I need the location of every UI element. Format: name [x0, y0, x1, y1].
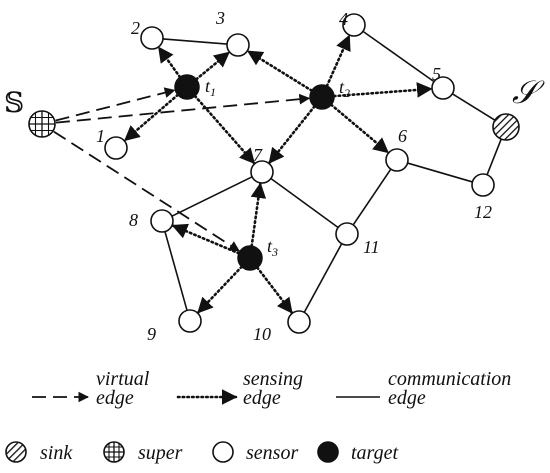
- sink-node: [492, 113, 520, 141]
- communication-edge-2-3: [162, 38, 228, 45]
- virtual-edge-super-t1: [55, 87, 176, 122]
- super-source-label: 𝕊: [4, 86, 24, 119]
- sink-label: 𝒮: [512, 74, 545, 110]
- legend-sensor-label: sensor: [246, 442, 298, 464]
- sensing-edge-t3-7: [250, 182, 267, 248]
- sensor-label-5: 5: [432, 64, 441, 84]
- target-label-t3: t3: [267, 236, 278, 259]
- sensor-node-11: [335, 222, 359, 246]
- sensing-edge-t2-3: [246, 50, 314, 92]
- target-node-t3: [237, 245, 263, 271]
- sensor-node-6: [385, 148, 409, 172]
- legend-sink-symbol: [5, 441, 27, 463]
- sensor-label-4: 4: [339, 9, 348, 29]
- sensor-node-8: [150, 209, 174, 233]
- target-label-t1: t1: [205, 76, 216, 99]
- sensor-node-7: [250, 160, 274, 184]
- sensor-label-1: 1: [96, 126, 105, 146]
- sensor-node-9: [178, 309, 202, 333]
- edges-layer: [53, 30, 502, 314]
- sensing-edge-t1-1: [123, 93, 180, 142]
- sensor-node-12: [471, 173, 495, 197]
- legend: virtualedgesensingedgecommunicationedges…: [5, 368, 511, 464]
- legend-target-label: target: [351, 442, 398, 464]
- sensing-edge-t2-7: [268, 105, 316, 164]
- sensor-label-9: 9: [147, 324, 156, 344]
- sensor-label-3: 3: [215, 8, 225, 28]
- sensor-label-6: 6: [398, 126, 407, 146]
- virtual-edge-super-t3: [53, 130, 240, 252]
- communication-edge-11-7: [270, 177, 339, 229]
- communication-edge-8-9: [164, 231, 188, 311]
- communication-edge-4-5: [362, 30, 435, 83]
- sensing-edge-t1-7: [193, 94, 256, 165]
- sensing-edge-t2-5: [332, 82, 433, 98]
- sensor-label-7: 7: [253, 145, 263, 165]
- communication-edge-12-6: [407, 162, 473, 183]
- virtual-edge-super-t2: [55, 93, 311, 124]
- sensor-node-5: [431, 76, 455, 100]
- sensor-node-2: [140, 26, 164, 50]
- communication-edge-5-sink: [451, 93, 496, 121]
- communication-edge-11-10: [303, 243, 343, 313]
- sensor-label-8: 8: [129, 210, 138, 230]
- sensing-edge-t2-6: [329, 103, 390, 154]
- super-source-node: [28, 110, 56, 138]
- sensing-edge-t3-8: [171, 223, 241, 255]
- sensor-node-4: [342, 13, 366, 37]
- sensor-node-10: [287, 310, 311, 334]
- target-node-t1: [174, 74, 200, 100]
- sensing-edge-t2-4: [325, 34, 351, 88]
- legend-communication-label-line2: edge: [388, 387, 426, 409]
- legend-communication-label-line1: communication: [388, 368, 511, 390]
- sensor-label-10: 10: [253, 324, 271, 344]
- legend-super-symbol: [103, 441, 125, 463]
- legend-sensing-label-line1: sensing: [243, 368, 303, 390]
- sensor-label-11: 11: [363, 237, 380, 257]
- sensor-label-2: 2: [131, 18, 140, 38]
- sensor-node-3: [226, 33, 250, 57]
- legend-virtual-label-line2: edge: [96, 387, 134, 409]
- sensing-edge-t3-10: [255, 266, 294, 314]
- communication-edge-6-11: [352, 168, 392, 226]
- communication-edge-7-8: [171, 176, 253, 217]
- legend-sink-label: sink: [40, 442, 73, 464]
- legend-virtual-label-line1: virtual: [96, 368, 150, 390]
- nodes-layer: [28, 13, 520, 334]
- legend-target-symbol: [317, 441, 339, 463]
- sensing-edge-t3-9: [196, 265, 244, 314]
- communication-edge-sink-12: [486, 138, 502, 176]
- sensor-label-12: 12: [474, 202, 492, 222]
- sensing-edge-t1-2: [157, 46, 182, 79]
- legend-super-label: super: [138, 442, 183, 464]
- sensing-edge-t1-3: [194, 51, 231, 81]
- target-label-t2: t2: [339, 77, 350, 100]
- legend-sensor-symbol: [212, 441, 234, 463]
- target-node-t2: [309, 84, 335, 110]
- legend-sensing-label-line2: edge: [243, 387, 281, 409]
- sensor-node-1: [104, 136, 128, 160]
